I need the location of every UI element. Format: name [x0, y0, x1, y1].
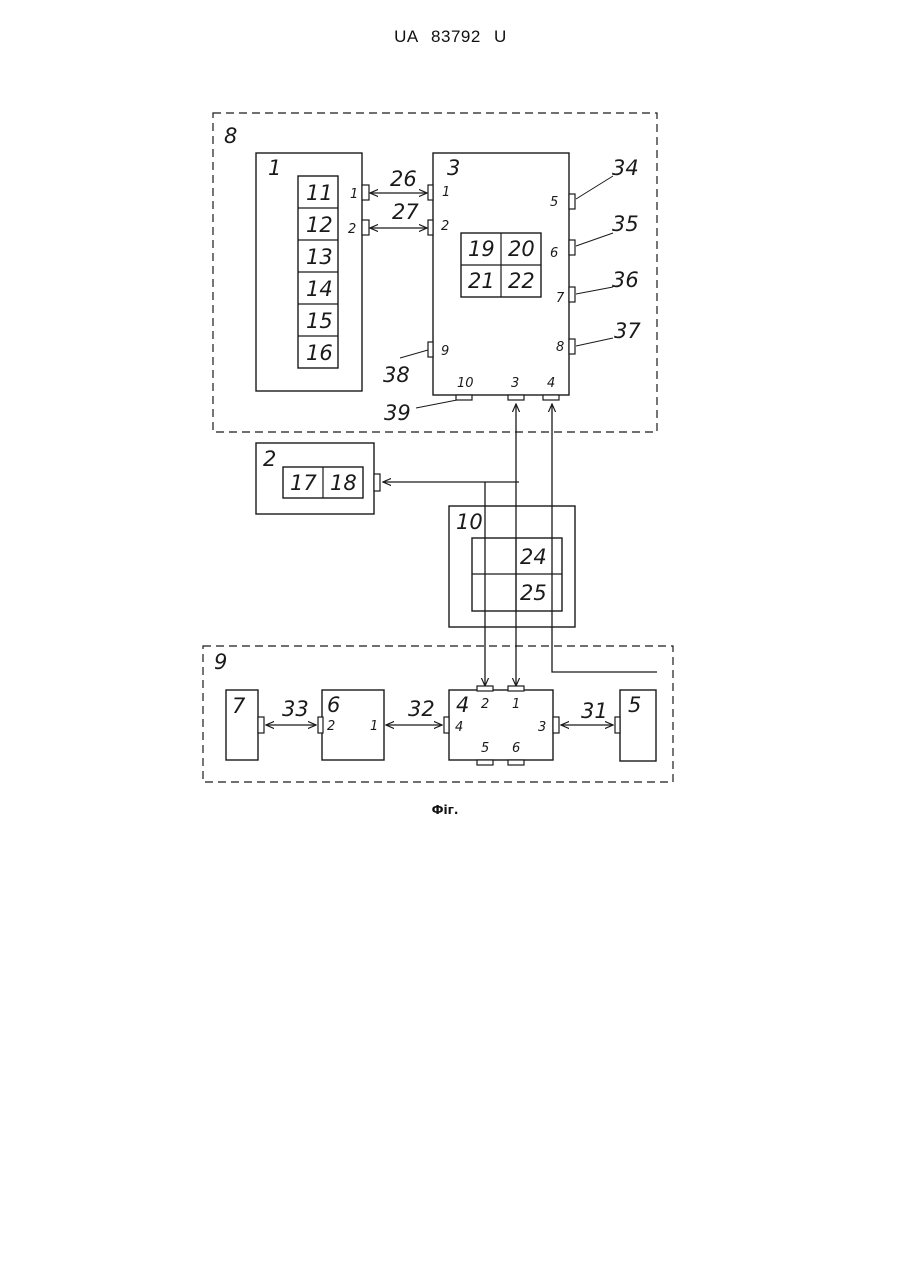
block-3-port-1-label: 1 [442, 185, 450, 200]
block-7-label: 7 [232, 694, 246, 718]
block-3-port-10-label: 10 [457, 376, 474, 391]
figure-caption: Фіг. [0, 803, 890, 817]
block-2-label: 2 [263, 447, 276, 471]
leader-36 [576, 287, 613, 294]
block-1-port-2 [362, 220, 369, 235]
block-4-port-5-label: 5 [481, 741, 489, 756]
link-38-label: 38 [383, 363, 410, 387]
cell-20: 20 [508, 237, 535, 261]
block-1-label: 1 [268, 156, 281, 180]
cell-17: 17 [290, 471, 317, 495]
block-6-port-2 [318, 717, 323, 733]
cell-19: 19 [468, 237, 495, 261]
block-5-label: 5 [628, 693, 641, 717]
link-39-label: 39 [384, 401, 411, 425]
block-3-port-3-label: 3 [511, 376, 519, 391]
cell-11: 11 [306, 181, 333, 205]
block-3-port-4 [543, 395, 559, 400]
block-4-port-3-label: 3 [538, 720, 546, 735]
group-9-label: 9 [214, 650, 227, 674]
cell-25: 25 [520, 581, 547, 605]
cell-14: 14 [306, 277, 333, 301]
cell-16: 16 [306, 341, 333, 365]
block-6-label: 6 [327, 693, 340, 717]
block-4-port-2-label: 2 [481, 697, 489, 712]
block-3-port-9 [428, 342, 433, 357]
cell-24: 24 [520, 545, 547, 569]
cell-22: 22 [508, 269, 535, 293]
link-36-label: 36 [612, 268, 639, 292]
block-3-port-4-label: 4 [547, 376, 555, 391]
block-3-port-3 [508, 395, 524, 400]
block-4-port-4 [444, 717, 449, 733]
block-6-port-2-label: 2 [327, 719, 335, 734]
block-4-port-5 [477, 760, 493, 765]
block-4-port-4-label: 4 [455, 720, 463, 735]
block-3-port-5-label: 5 [550, 195, 558, 210]
cell-12: 12 [306, 213, 333, 237]
block-5-port [615, 717, 620, 733]
block-3-port-6-label: 6 [550, 246, 558, 261]
block-4-port-6 [508, 760, 524, 765]
block-3-port-7-label: 7 [556, 291, 565, 306]
cell-21: 21 [468, 269, 495, 293]
link-31-label: 31 [581, 699, 608, 723]
block-4-port-3 [553, 717, 559, 733]
leader-35 [576, 233, 613, 246]
block-3-port-9-label: 9 [441, 344, 449, 359]
block-3-label: 3 [447, 156, 460, 180]
block-4-port-1-label: 1 [512, 697, 520, 712]
cell-15: 15 [306, 309, 333, 333]
leader-39 [416, 400, 457, 408]
block-4-port-6-label: 6 [512, 741, 520, 756]
bus-port-4 [552, 404, 657, 672]
block-3-port-2-label: 2 [441, 219, 449, 234]
block-4-port-1 [508, 686, 524, 691]
block-3-port-6 [569, 240, 575, 255]
block-3-port-1 [428, 185, 433, 200]
block-3-port-8 [569, 339, 575, 354]
block-2-port [374, 474, 380, 491]
block-3-port-5 [569, 194, 575, 209]
block-3-port-10 [456, 395, 472, 400]
group-8-label: 8 [224, 124, 237, 148]
link-33-label: 33 [282, 697, 309, 721]
leader-38 [400, 350, 428, 358]
link-27-label: 27 [392, 200, 419, 224]
link-35-label: 35 [612, 212, 639, 236]
leader-37 [576, 338, 613, 346]
block-3-port-2 [428, 220, 433, 235]
block-4-label: 4 [456, 693, 469, 717]
cell-13: 13 [306, 245, 333, 269]
block-1-port-1 [362, 185, 369, 200]
leader-34 [576, 176, 613, 199]
link-34-label: 34 [612, 156, 639, 180]
cell-18: 18 [330, 471, 357, 495]
block-3-port-8-label: 8 [556, 340, 564, 355]
block-7-port [258, 717, 264, 733]
block-10-label: 10 [456, 510, 483, 534]
link-32-label: 32 [408, 697, 435, 721]
link-37-label: 37 [614, 319, 641, 343]
block-1-port-1-label: 1 [350, 187, 358, 202]
block-6-port-1-label: 1 [370, 719, 378, 734]
link-26-label: 26 [390, 167, 417, 191]
block-3-port-7 [569, 287, 575, 302]
block-4-port-2 [477, 686, 493, 691]
block-1-port-2-label: 2 [348, 222, 356, 237]
